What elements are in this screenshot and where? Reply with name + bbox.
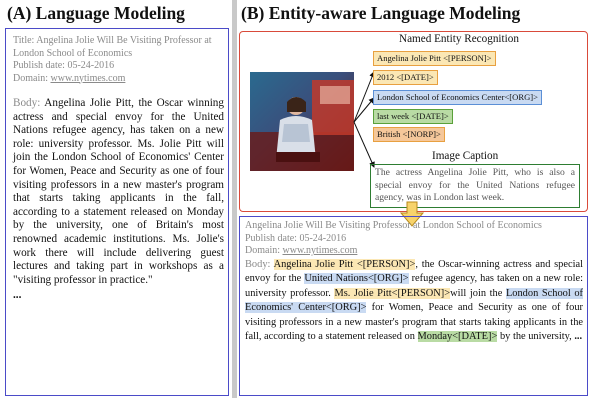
left-body-label: Body: [13,97,45,109]
left-body-text: Angelina Jolie Pitt, the Oscar winning a… [13,97,224,286]
down-arrow [400,201,424,227]
connector-arrows [353,71,375,168]
right-meta-date: Publish date: 05-24-2016 [245,232,347,244]
body-text-4: for Women, Peace and Security as one of … [245,302,583,343]
body-text-1: , the Oscar-winning actress and special … [245,258,583,285]
right-domain-link: www.nytimes.com [282,245,358,256]
left-domain-link: www.nytimes.com [50,72,126,84]
right-body-label: Body: [245,258,274,270]
right-meta-domain: Domain: www.nytimes.com [245,245,582,258]
body-text-2: refugee agency, has taken on a new role:… [245,273,583,299]
body-entity-date: Monday<[DATE]> [417,331,498,343]
right-meta-title: Angelina Jolie Will Be Visiting Professo… [245,220,542,231]
caption-title: Image Caption [432,150,499,162]
body-text-5: by the university, [497,331,575,343]
body-entity-person-1: Angelina Jolie Pitt <[PERSON]> [273,258,416,270]
left-meta-date: Publish date: 05-24-2016 [13,60,115,71]
body-entity-person-2: Ms. Jolie Pitt<[PERSON]> [334,287,451,299]
right-domain-label: Domain: [245,245,283,256]
right-ellipsis: ... [574,331,583,343]
panel-divider [232,0,237,398]
caption-box: The actress Angelina Jolie Pitt, who is … [370,164,580,208]
left-ellipsis: ... [13,289,22,302]
left-meta-domain: Domain: www.nytimes.com [13,73,222,86]
body-text-3: will join the [450,287,506,299]
ner-tag-org: London School of Economics Center<[ORG]> [373,90,543,105]
ner-title: Named Entity Recognition [399,33,519,45]
photo-illustration [250,72,354,171]
right-article-box: Angelina Jolie Will Be Visiting Professo… [239,216,588,396]
article-photo [250,72,354,171]
left-domain-label: Domain: [13,72,51,84]
right-heading: (B) Entity-aware Language Modeling [241,3,521,23]
caption-text: The actress Angelina Jolie Pitt, who is … [375,167,575,203]
right-body: Body: Angelina Jolie Pitt <[PERSON]>, th… [245,258,583,346]
left-article-box: Title: Angelina Jolie Will Be Visiting P… [5,28,229,396]
ner-tag-norp: British <[NORP]> [373,127,445,142]
left-body: Body: Angelina Jolie Pitt, the Oscar win… [13,97,224,287]
body-entity-org-1: United Nations<[ORG]> [304,273,409,285]
left-meta-title: Title: Angelina Jolie Will Be Visiting P… [13,35,212,59]
left-heading: (A) Language Modeling [7,3,185,23]
ner-tag-date-last-week: last week <[DATE]> [373,109,453,124]
ner-tag-date-2012: 2012 <[DATE]> [373,70,438,85]
ner-tag-person: Angelina Jolie Pitt <[PERSON]> [373,51,496,66]
